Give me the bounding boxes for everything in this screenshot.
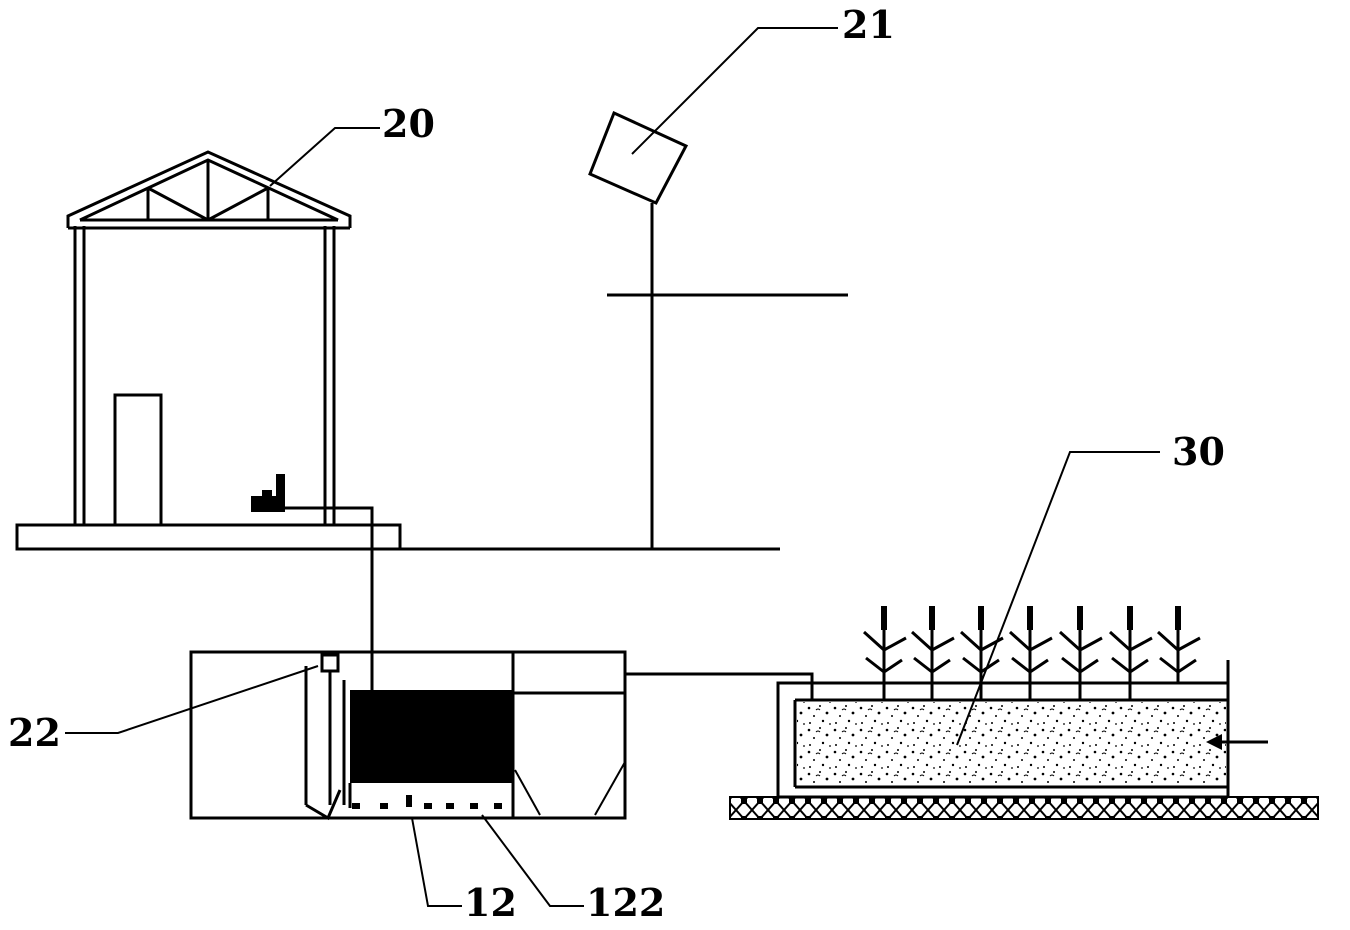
- plant-icon: [1058, 606, 1103, 700]
- plant-icon: [1156, 606, 1201, 683]
- leader-lines: [65, 27, 1160, 907]
- label-aeration: 12: [464, 880, 517, 925]
- plant-icon: [910, 606, 955, 700]
- plant-icon: [1008, 606, 1053, 700]
- outlet-pipe: [625, 672, 814, 700]
- roof-truss: [66, 150, 352, 230]
- solar-panel: [588, 110, 848, 549]
- flow-arrow-icon: [1206, 734, 1268, 750]
- label-aerator-holes: 122: [586, 880, 665, 925]
- label-valve: 22: [8, 710, 61, 755]
- house: [15, 150, 402, 692]
- leader-30: [956, 451, 1160, 746]
- leader-22: [65, 665, 319, 734]
- filter-media: [350, 690, 513, 783]
- constructed-wetland: [729, 606, 1319, 820]
- label-solar-panel: 21: [842, 2, 895, 47]
- house-door: [113, 393, 163, 527]
- aeration-dots: [352, 795, 502, 809]
- leader-12: [411, 817, 462, 907]
- plant-icon: [1108, 606, 1153, 700]
- inlet-pipe: [285, 506, 374, 692]
- valve-box: [320, 653, 340, 673]
- wetland-plants: [862, 606, 1201, 700]
- tank-body: [189, 650, 627, 820]
- leader-122: [481, 814, 584, 907]
- house-foundation: [15, 523, 402, 551]
- gravel-base: [729, 796, 1319, 820]
- treatment-tank: [189, 650, 814, 821]
- label-house: 20: [382, 101, 435, 146]
- leader-20: [269, 127, 380, 187]
- toilet-icon: [251, 474, 285, 512]
- plant-icon: [959, 606, 1004, 700]
- plant-icon: [862, 606, 907, 700]
- solar-panel-icon: [588, 110, 689, 205]
- label-wetland: 30: [1172, 429, 1225, 474]
- wetland-substrate: [797, 702, 1226, 785]
- leader-21: [631, 27, 838, 155]
